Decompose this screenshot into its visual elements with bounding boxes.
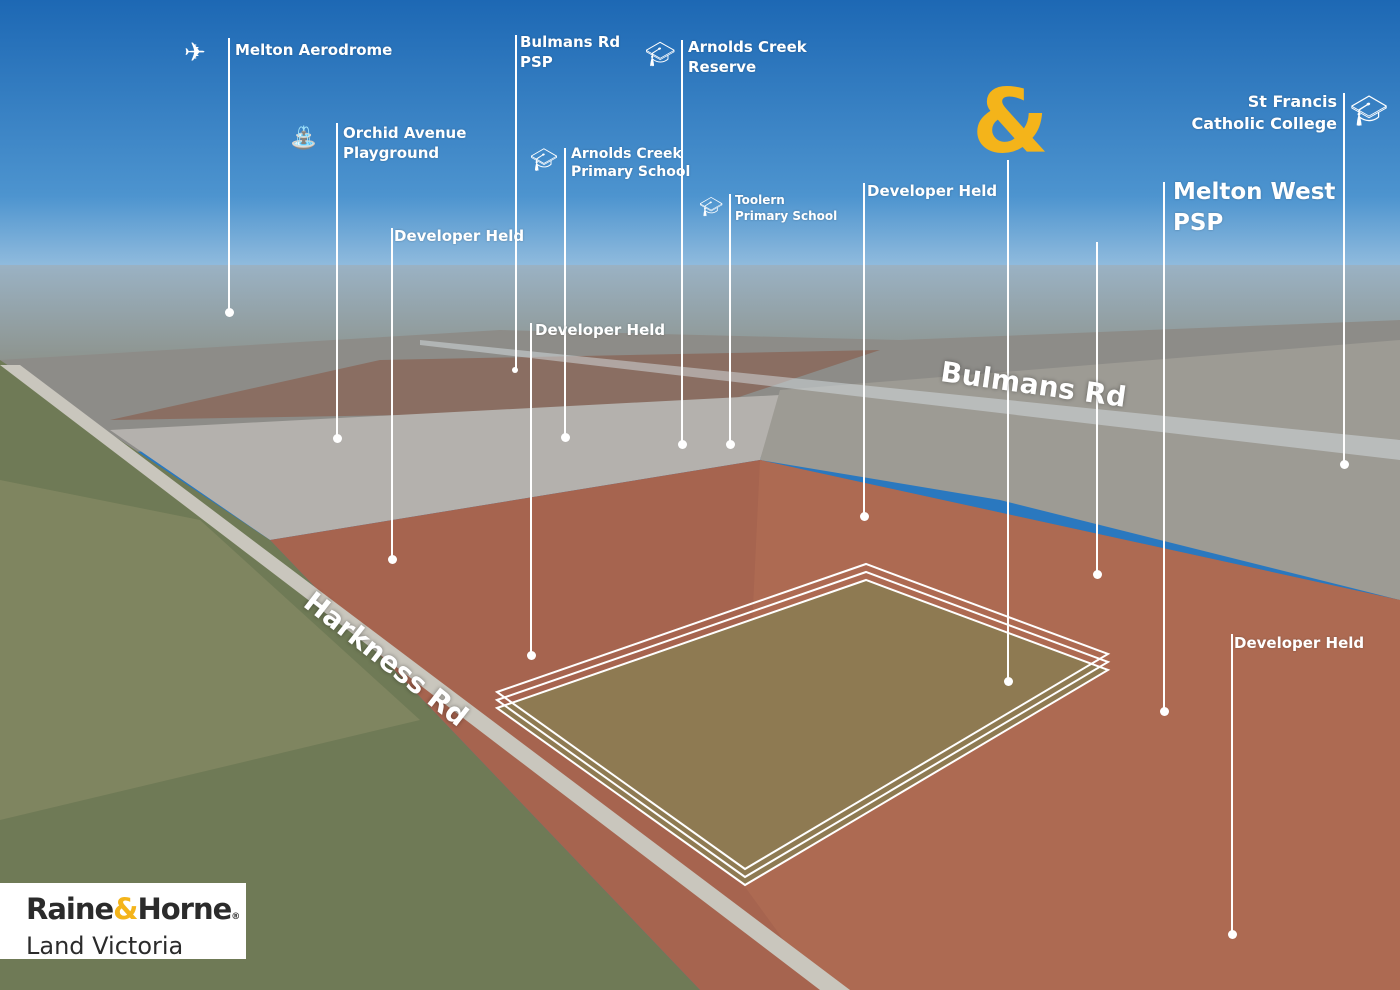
- logo-text: Raine: [26, 892, 114, 926]
- label-line: Bulmans Rd: [520, 33, 621, 51]
- pointer-dot: [1340, 460, 1349, 469]
- pointer-line: [1343, 93, 1345, 464]
- pointer-line: [391, 228, 393, 559]
- pointer-dot: [388, 555, 397, 564]
- pointer-line: [1007, 160, 1009, 681]
- graduation-cap-icon: 🎓︎: [645, 40, 676, 68]
- pointer-dot: [1093, 570, 1102, 579]
- pointer-dot: [860, 512, 869, 521]
- graduation-cap-icon: 🎓︎: [1350, 94, 1389, 129]
- logo-text: Horne: [137, 892, 232, 926]
- registered-mark: ®: [231, 912, 240, 922]
- playground-icon: ⛲: [290, 126, 318, 151]
- pointer-line: [863, 183, 865, 516]
- pointer-dot: [1228, 930, 1237, 939]
- label-line: Catholic College: [1191, 114, 1337, 133]
- label-line: PSP: [1173, 210, 1224, 236]
- label-developer-held: Developer Held: [394, 227, 525, 245]
- label-line: Melton West: [1173, 179, 1336, 205]
- pointer-dot: [561, 433, 570, 442]
- label-bulmans-psp: Bulmans Rd PSP: [520, 32, 620, 72]
- pointer-dot: [333, 434, 342, 443]
- label-melton-aerodrome: Melton Aerodrome: [235, 41, 393, 59]
- pointer-line: [681, 40, 683, 444]
- pointer-line: [564, 148, 566, 437]
- label-line: Primary School: [571, 164, 691, 180]
- pointer-line: [1096, 242, 1098, 574]
- label-line: Primary School: [735, 209, 838, 223]
- pointer-line: [515, 35, 517, 371]
- label-line: PSP: [520, 53, 553, 71]
- pointer-line: [729, 194, 731, 444]
- pointer-dot: [1004, 677, 1013, 686]
- pointer-dot: [512, 367, 518, 373]
- pointer-line: [228, 38, 230, 312]
- graduation-cap-icon: 🎓︎: [699, 196, 724, 218]
- label-line: Toolern: [735, 193, 785, 207]
- pointer-dot: [726, 440, 735, 449]
- raine-horne-logo: Raine&Horne® Land Victoria: [0, 883, 246, 959]
- pointer-dot: [678, 440, 687, 449]
- plane-icon: ✈: [184, 38, 206, 68]
- label-line: Reserve: [688, 58, 757, 76]
- label-line: Arnolds Creek: [571, 146, 682, 162]
- graduation-cap-icon: 🎓︎: [530, 148, 558, 173]
- logo-subtitle: Land Victoria: [26, 932, 184, 960]
- label-line: St Francis: [1247, 92, 1337, 111]
- logo-ampersand: &: [113, 892, 138, 926]
- pointer-dot: [527, 651, 536, 660]
- pointer-line: [336, 123, 338, 438]
- pointer-dot: [225, 308, 234, 317]
- label-line: Playground: [343, 144, 440, 162]
- pointer-dot: [1160, 707, 1169, 716]
- pointer-line: [530, 323, 532, 655]
- brand-ampersand-marker: &: [972, 70, 1049, 173]
- pointer-line: [1163, 182, 1165, 711]
- logo-wordmark: Raine&Horne®: [26, 893, 246, 933]
- label-line: Arnolds Creek: [688, 38, 807, 56]
- label-developer-held: Developer Held: [535, 321, 666, 339]
- label-developer-held: Developer Held: [1234, 634, 1365, 652]
- pointer-line: [1231, 634, 1233, 934]
- label-line: Orchid Avenue: [343, 124, 467, 142]
- label-developer-held: Developer Held: [867, 182, 998, 200]
